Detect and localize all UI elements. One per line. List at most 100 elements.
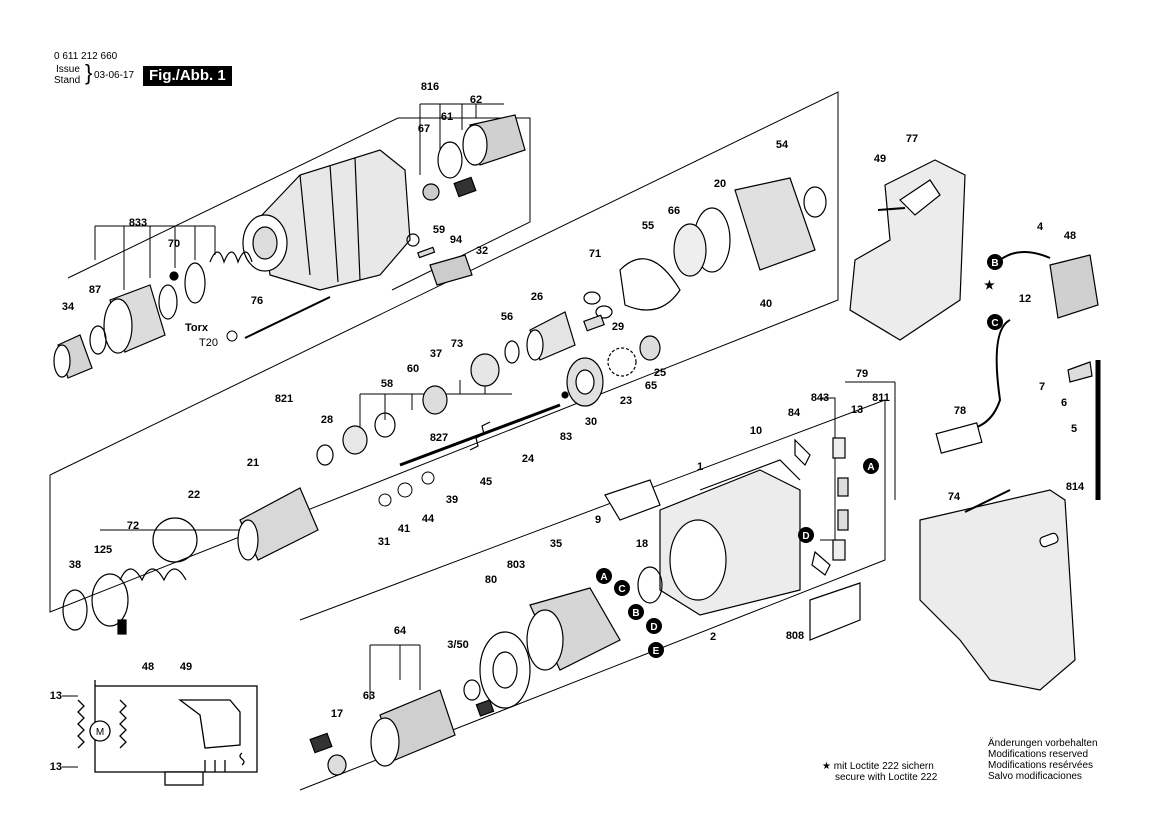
part-label-32: 32: [476, 245, 488, 257]
part-label-94: 94: [450, 234, 463, 246]
part-label-49: 49: [874, 153, 886, 165]
part-label-7: 7: [1039, 381, 1045, 393]
handle-17-lower: [919, 489, 1076, 691]
armature-803: [309, 679, 495, 776]
part-label-64: 64: [394, 625, 407, 637]
part-label-24: 24: [522, 453, 535, 465]
part-label-814: 814: [1066, 481, 1085, 493]
field-coil-2: [526, 566, 663, 671]
part-label-827: 827: [430, 432, 448, 444]
part-label-74: 74: [948, 491, 961, 503]
part-label-44: 44: [422, 513, 435, 525]
callout-d-1: D: [646, 618, 662, 634]
part-label-10: 10: [750, 425, 762, 437]
part-labels: 8166267618337059943234877671555466204026…: [62, 81, 1085, 720]
part-label-6: 6: [1061, 397, 1067, 409]
part-label-78: 78: [954, 405, 966, 417]
part-label-125: 125: [94, 544, 112, 556]
part-label-63: 63: [363, 690, 375, 702]
part-label-37: 37: [430, 348, 442, 360]
part-label-56: 56: [501, 311, 513, 323]
loctite-note: ★ mit Loctite 222 sichern secure with Lo…: [822, 761, 937, 783]
svg-text:C: C: [618, 584, 625, 595]
part-label-28: 28: [321, 414, 333, 426]
part-label-23: 23: [620, 395, 632, 407]
part-label-803: 803: [507, 559, 525, 571]
callout-a-1: A: [596, 568, 612, 584]
hammer-housing: [242, 149, 411, 291]
part-label-4: 4: [1037, 221, 1044, 233]
brush-holders: [794, 437, 849, 576]
group-frames: [49, 91, 886, 791]
part-32-block: [406, 233, 473, 286]
part-label-31: 31: [378, 536, 390, 548]
part-label-38: 38: [69, 559, 81, 571]
svg-text:B: B: [991, 258, 998, 269]
wiring-label-48: 48: [142, 661, 154, 673]
part-label-62: 62: [470, 94, 482, 106]
part-label-66: 66: [668, 205, 680, 217]
part-label-67: 67: [418, 123, 430, 135]
torx-icon: [226, 330, 238, 342]
part-label-21: 21: [247, 457, 259, 469]
motor-symbol: [89, 720, 111, 742]
svg-text:E: E: [653, 646, 660, 657]
part-label-76: 76: [251, 295, 263, 307]
part-label-55: 55: [642, 220, 654, 232]
part-label-77: 77: [906, 133, 918, 145]
callout-e-1: E: [648, 642, 664, 658]
part-label-72: 72: [127, 520, 139, 532]
tool-holder-833: [53, 251, 253, 379]
part-label-71: 71: [589, 248, 601, 260]
part-label-34: 34: [62, 301, 75, 313]
part-label-39: 39: [446, 494, 458, 506]
loctite-line1: mit Loctite 222 sichern: [833, 761, 934, 772]
switch-4: [935, 251, 1101, 500]
part-number: 0 611 212 660: [54, 51, 118, 62]
part-label-821: 821: [275, 393, 293, 405]
part-label-48: 48: [1064, 230, 1076, 242]
torx-size: T20: [199, 337, 218, 349]
callout-d-2: D: [798, 527, 814, 543]
motor-housing-1: [604, 459, 861, 641]
part-label-1: 1: [697, 461, 703, 473]
part-label-5: 5: [1071, 423, 1077, 435]
part-label-59: 59: [433, 224, 445, 236]
part-label-17: 17: [331, 708, 343, 720]
star-81: ★: [984, 278, 995, 292]
svg-text:D: D: [802, 531, 809, 542]
part-label-84: 84: [788, 407, 801, 419]
part-label-87: 87: [89, 284, 101, 296]
wiring-diagram: [77, 680, 258, 786]
torx-label: Torx: [185, 322, 209, 334]
brace: }: [85, 60, 93, 85]
svg-text:A: A: [867, 462, 874, 473]
handle-17-upper: [849, 159, 966, 341]
wiring-label-13-bottom: 13: [50, 761, 62, 773]
part-label-60: 60: [407, 363, 419, 375]
part-label-13: 13: [851, 404, 863, 416]
callout-c-2: C: [987, 314, 1003, 330]
part-label-811: 811: [872, 392, 890, 404]
part-label-22: 22: [188, 489, 200, 501]
modifications-note: Änderungen vorbehalten Modifications res…: [988, 738, 1098, 782]
part-label-12: 12: [1019, 293, 1031, 305]
part-label-41: 41: [398, 523, 410, 535]
wiring-label-49: 49: [180, 661, 192, 673]
callout-b-1: B: [628, 604, 644, 620]
figure-title: Fig./Abb. 1: [143, 66, 232, 86]
part-label-808: 808: [786, 630, 804, 642]
part-label-2: 2: [710, 631, 716, 643]
part-label-83: 83: [560, 431, 572, 443]
part-label-833: 833: [129, 217, 147, 229]
part-label-58: 58: [381, 378, 393, 390]
part-label-70: 70: [168, 238, 180, 250]
stand-label: Stand: [54, 75, 81, 86]
callout-b-2: B: [987, 254, 1003, 270]
fan-18: [479, 631, 531, 709]
part-label-29: 29: [612, 321, 624, 333]
intermediate-flange-20: [619, 177, 827, 311]
issue-date: 03-06-17: [94, 70, 135, 81]
part-label-45: 45: [480, 476, 492, 488]
